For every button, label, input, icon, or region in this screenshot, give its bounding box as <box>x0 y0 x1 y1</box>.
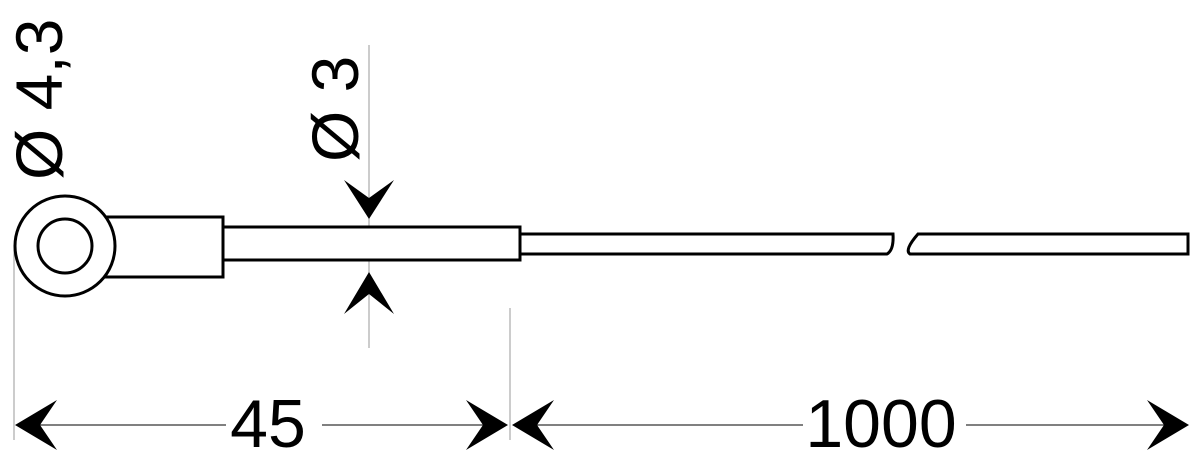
cable-length-arrow-left <box>512 400 554 450</box>
cable-length-arrow-right <box>1147 400 1189 450</box>
probe-diameter-label: Ø 3 <box>298 56 372 162</box>
length-dimension-arrows <box>15 400 1189 450</box>
ring-diameter-label: Ø 4,3 <box>2 19 76 180</box>
ring-hole <box>36 217 94 275</box>
probe-diameter-arrows <box>344 180 394 314</box>
cable <box>518 232 1190 256</box>
ring-terminal <box>13 194 225 298</box>
cable-segment-right <box>906 232 1190 256</box>
cable-length-label: 1000 <box>805 386 956 462</box>
probe-diameter-arrow-bottom <box>344 272 394 314</box>
probe-diameter-arrow-top <box>344 180 394 219</box>
cable-segment-left <box>518 232 895 256</box>
probe-sleeve <box>221 225 522 262</box>
probe-length-arrow-left <box>15 400 57 450</box>
probe-length-arrow-right <box>466 400 508 450</box>
probe-length-label: 45 <box>230 386 306 462</box>
